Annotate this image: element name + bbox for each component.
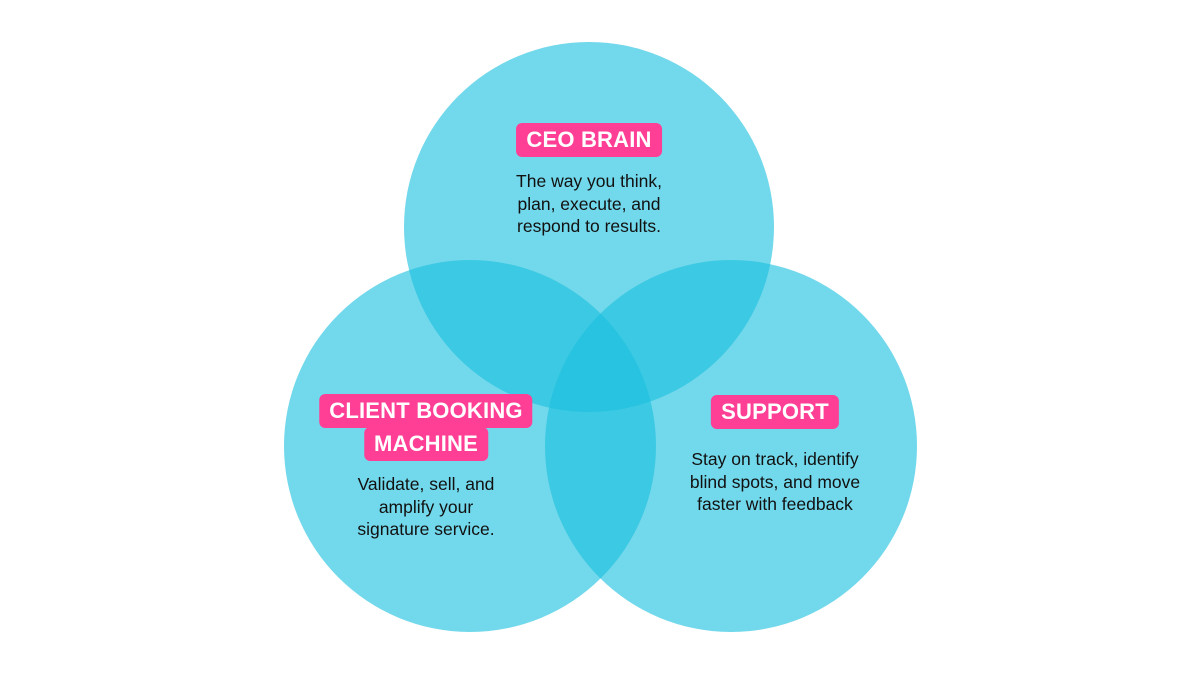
label-client-booking-machine: CLIENT BOOKING MACHINE xyxy=(319,394,533,461)
description-line: Validate, sell, and xyxy=(357,474,495,494)
description-line: Stay on track, identify xyxy=(691,449,859,469)
description-line: The way you think, xyxy=(516,171,662,191)
label-ceo-brain: CEO BRAIN xyxy=(516,123,662,157)
description-line: amplify your xyxy=(378,496,474,517)
description-ceo-brain: The way you think, plan, execute, and re… xyxy=(516,170,662,238)
description-line: plan, execute, and xyxy=(517,193,661,214)
set-support: SUPPORT Stay on track, identify blind sp… xyxy=(690,395,860,516)
set-client-booking-machine: CLIENT BOOKING MACHINE Validate, sell, a… xyxy=(319,394,533,541)
label-support: SUPPORT xyxy=(711,395,839,429)
description-line: blind spots, and move xyxy=(689,471,861,492)
description-line: faster with feedback xyxy=(697,494,853,514)
label-line: MACHINE xyxy=(363,427,489,461)
description-line: respond to results. xyxy=(517,216,661,236)
description-line: signature service. xyxy=(357,519,495,539)
description-client-booking-machine: Validate, sell, and amplify your signatu… xyxy=(319,473,532,541)
description-support: Stay on track, identify blind spots, and… xyxy=(690,448,860,516)
label-line: CLIENT BOOKING xyxy=(319,394,533,428)
circle-support xyxy=(545,260,917,632)
set-ceo-brain: CEO BRAIN The way you think, plan, execu… xyxy=(516,123,662,238)
